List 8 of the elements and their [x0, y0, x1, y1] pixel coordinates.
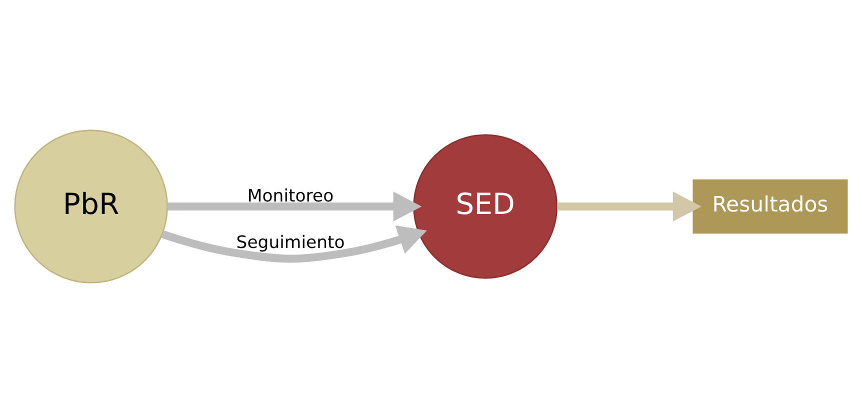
node-box: Resultados	[692, 179, 848, 234]
arrow	[167, 192, 422, 222]
node-circle: PbR	[14, 130, 168, 284]
edge-label: Monitoreo	[247, 186, 334, 207]
arrow	[161, 225, 427, 263]
node-circle: SED	[413, 134, 558, 279]
edge-label: Seguimiento	[236, 233, 345, 254]
arrow	[557, 192, 702, 222]
